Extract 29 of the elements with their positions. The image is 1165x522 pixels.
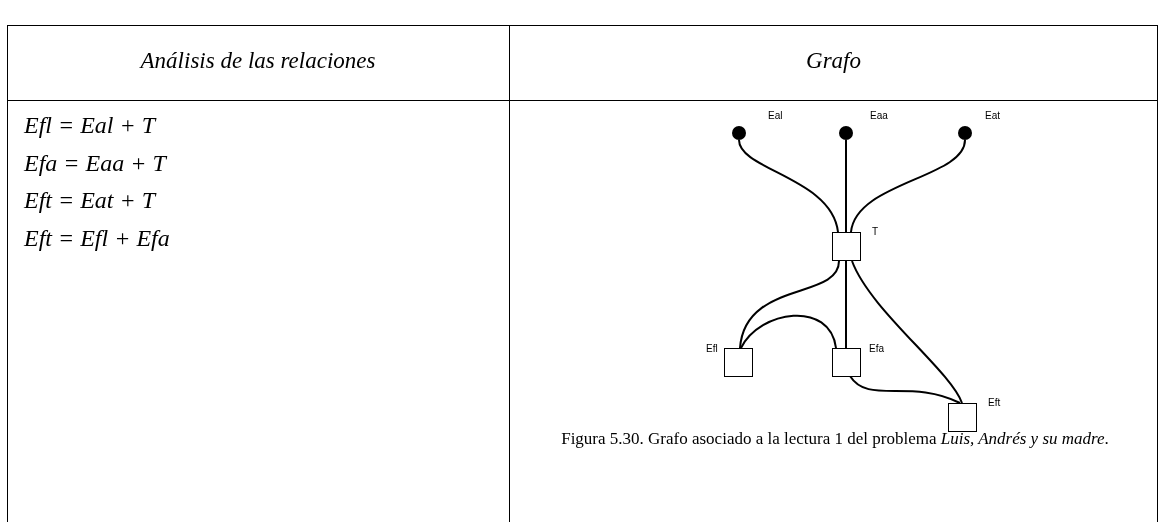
node-box	[723, 347, 753, 377]
connector-line	[845, 260, 847, 349]
connector-line	[740, 314, 837, 349]
connector-line	[845, 139, 847, 233]
node-label: T	[872, 226, 879, 237]
terminal-dot	[958, 126, 972, 140]
node-box	[947, 402, 977, 432]
node-label: Eat	[985, 110, 1000, 121]
connector-line	[739, 260, 840, 349]
terminal-dot	[732, 126, 746, 140]
node-box	[831, 347, 861, 377]
column-header: Grafo	[805, 48, 862, 74]
connector-line	[850, 139, 966, 233]
equation: Efa = Eaa + T	[24, 150, 166, 177]
connector-line	[851, 260, 963, 404]
column-header: Análisis de las relaciones	[138, 48, 377, 74]
node-label: Eaa	[870, 110, 888, 121]
caption: Figura 5.30. Grafo asociado a la lectura 1 del problema Luis, Andrés y su madre.	[560, 428, 1110, 450]
equation: Eft = Eat + T	[24, 187, 156, 214]
connector-line	[738, 139, 839, 233]
node-label: Efa	[869, 343, 884, 354]
node-label: Eal	[768, 110, 783, 121]
equation: Efl = Eal + T	[24, 112, 156, 139]
terminal-dot	[839, 126, 853, 140]
equation: Eft = Efl + Efa	[24, 225, 170, 252]
node-box	[831, 231, 861, 261]
node-label: Efl	[706, 343, 718, 354]
connector-line	[849, 375, 961, 404]
node-label: Eft	[988, 397, 1001, 408]
